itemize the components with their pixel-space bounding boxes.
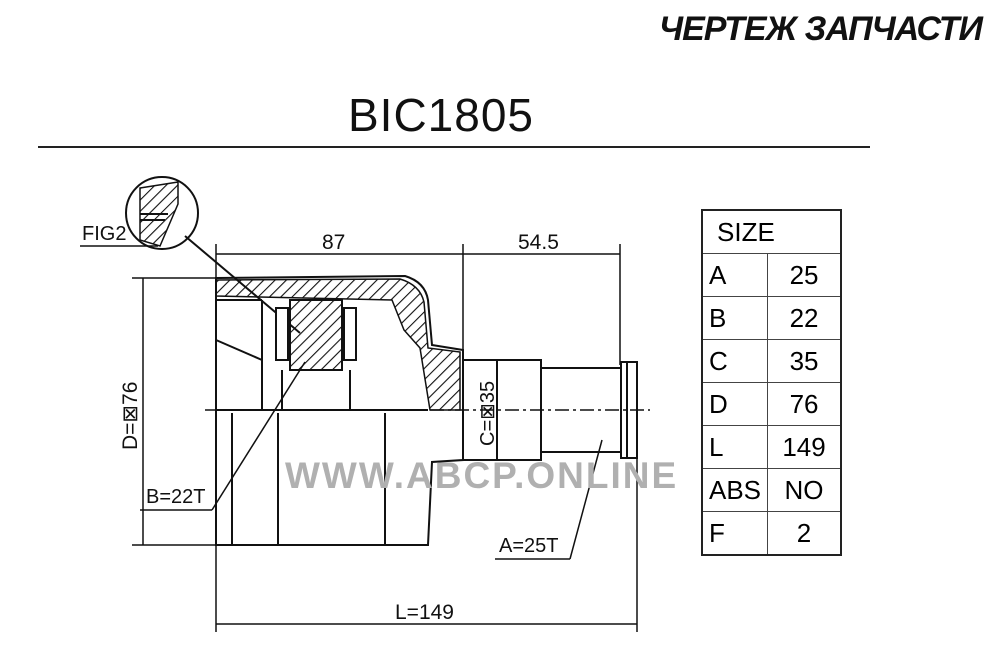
- watermark: WWW.ABCP.ONLINE: [285, 455, 679, 496]
- row-value: 2: [767, 511, 842, 556]
- row-value: 76: [767, 382, 842, 426]
- fig2-detail-circle: [80, 176, 301, 334]
- table-row: D 76: [701, 382, 842, 426]
- dimension-l: [215, 458, 638, 632]
- row-key: C: [701, 339, 769, 383]
- row-value: NO: [767, 468, 842, 512]
- brand-title: ЧЕРТЕЖ ЗАПЧАСТИ: [659, 10, 983, 48]
- row-key: L: [701, 425, 769, 469]
- dim-87-label: 87: [322, 231, 345, 254]
- table-row: A 25: [701, 253, 842, 297]
- row-key: F: [701, 511, 769, 556]
- row-key: A: [701, 253, 769, 297]
- spline-b-label: B=22T: [146, 486, 205, 508]
- table-row: F 2: [701, 511, 842, 556]
- row-key: ABS: [701, 468, 769, 512]
- dimension-87: [215, 244, 464, 350]
- dimension-54-5: [463, 244, 621, 365]
- tripod-roller: [275, 299, 357, 410]
- size-table-title: SIZE: [701, 209, 842, 254]
- part-number: BIC1805: [348, 89, 535, 141]
- housing-section-hatch: [215, 278, 461, 411]
- dim-54-5-label: 54.5: [518, 231, 559, 254]
- dim-c-label: C=⊠35: [477, 381, 499, 446]
- fig2-label: FIG2: [82, 223, 126, 245]
- row-value: 22: [767, 296, 842, 340]
- row-value: 35: [767, 339, 842, 383]
- row-key: D: [701, 382, 769, 426]
- spline-a-label: A=25T: [499, 535, 558, 557]
- spline-a-leader: [495, 439, 603, 560]
- size-table: SIZE A 25 B 22 C 35 D 76 L 149 ABS NO F …: [701, 209, 843, 556]
- row-value: 149: [767, 425, 842, 469]
- row-key: B: [701, 296, 769, 340]
- size-table-header: SIZE: [701, 209, 842, 254]
- dim-d-label: D=⊠76: [119, 382, 142, 450]
- table-row: B 22: [701, 296, 842, 340]
- spline-b-leader: [140, 361, 306, 511]
- table-row: L 149: [701, 425, 842, 469]
- dimension-d: [132, 277, 222, 546]
- title-divider: [38, 146, 870, 148]
- table-row: ABS NO: [701, 468, 842, 512]
- dim-l-label: L=149: [395, 601, 454, 624]
- table-row: C 35: [701, 339, 842, 383]
- row-value: 25: [767, 253, 842, 297]
